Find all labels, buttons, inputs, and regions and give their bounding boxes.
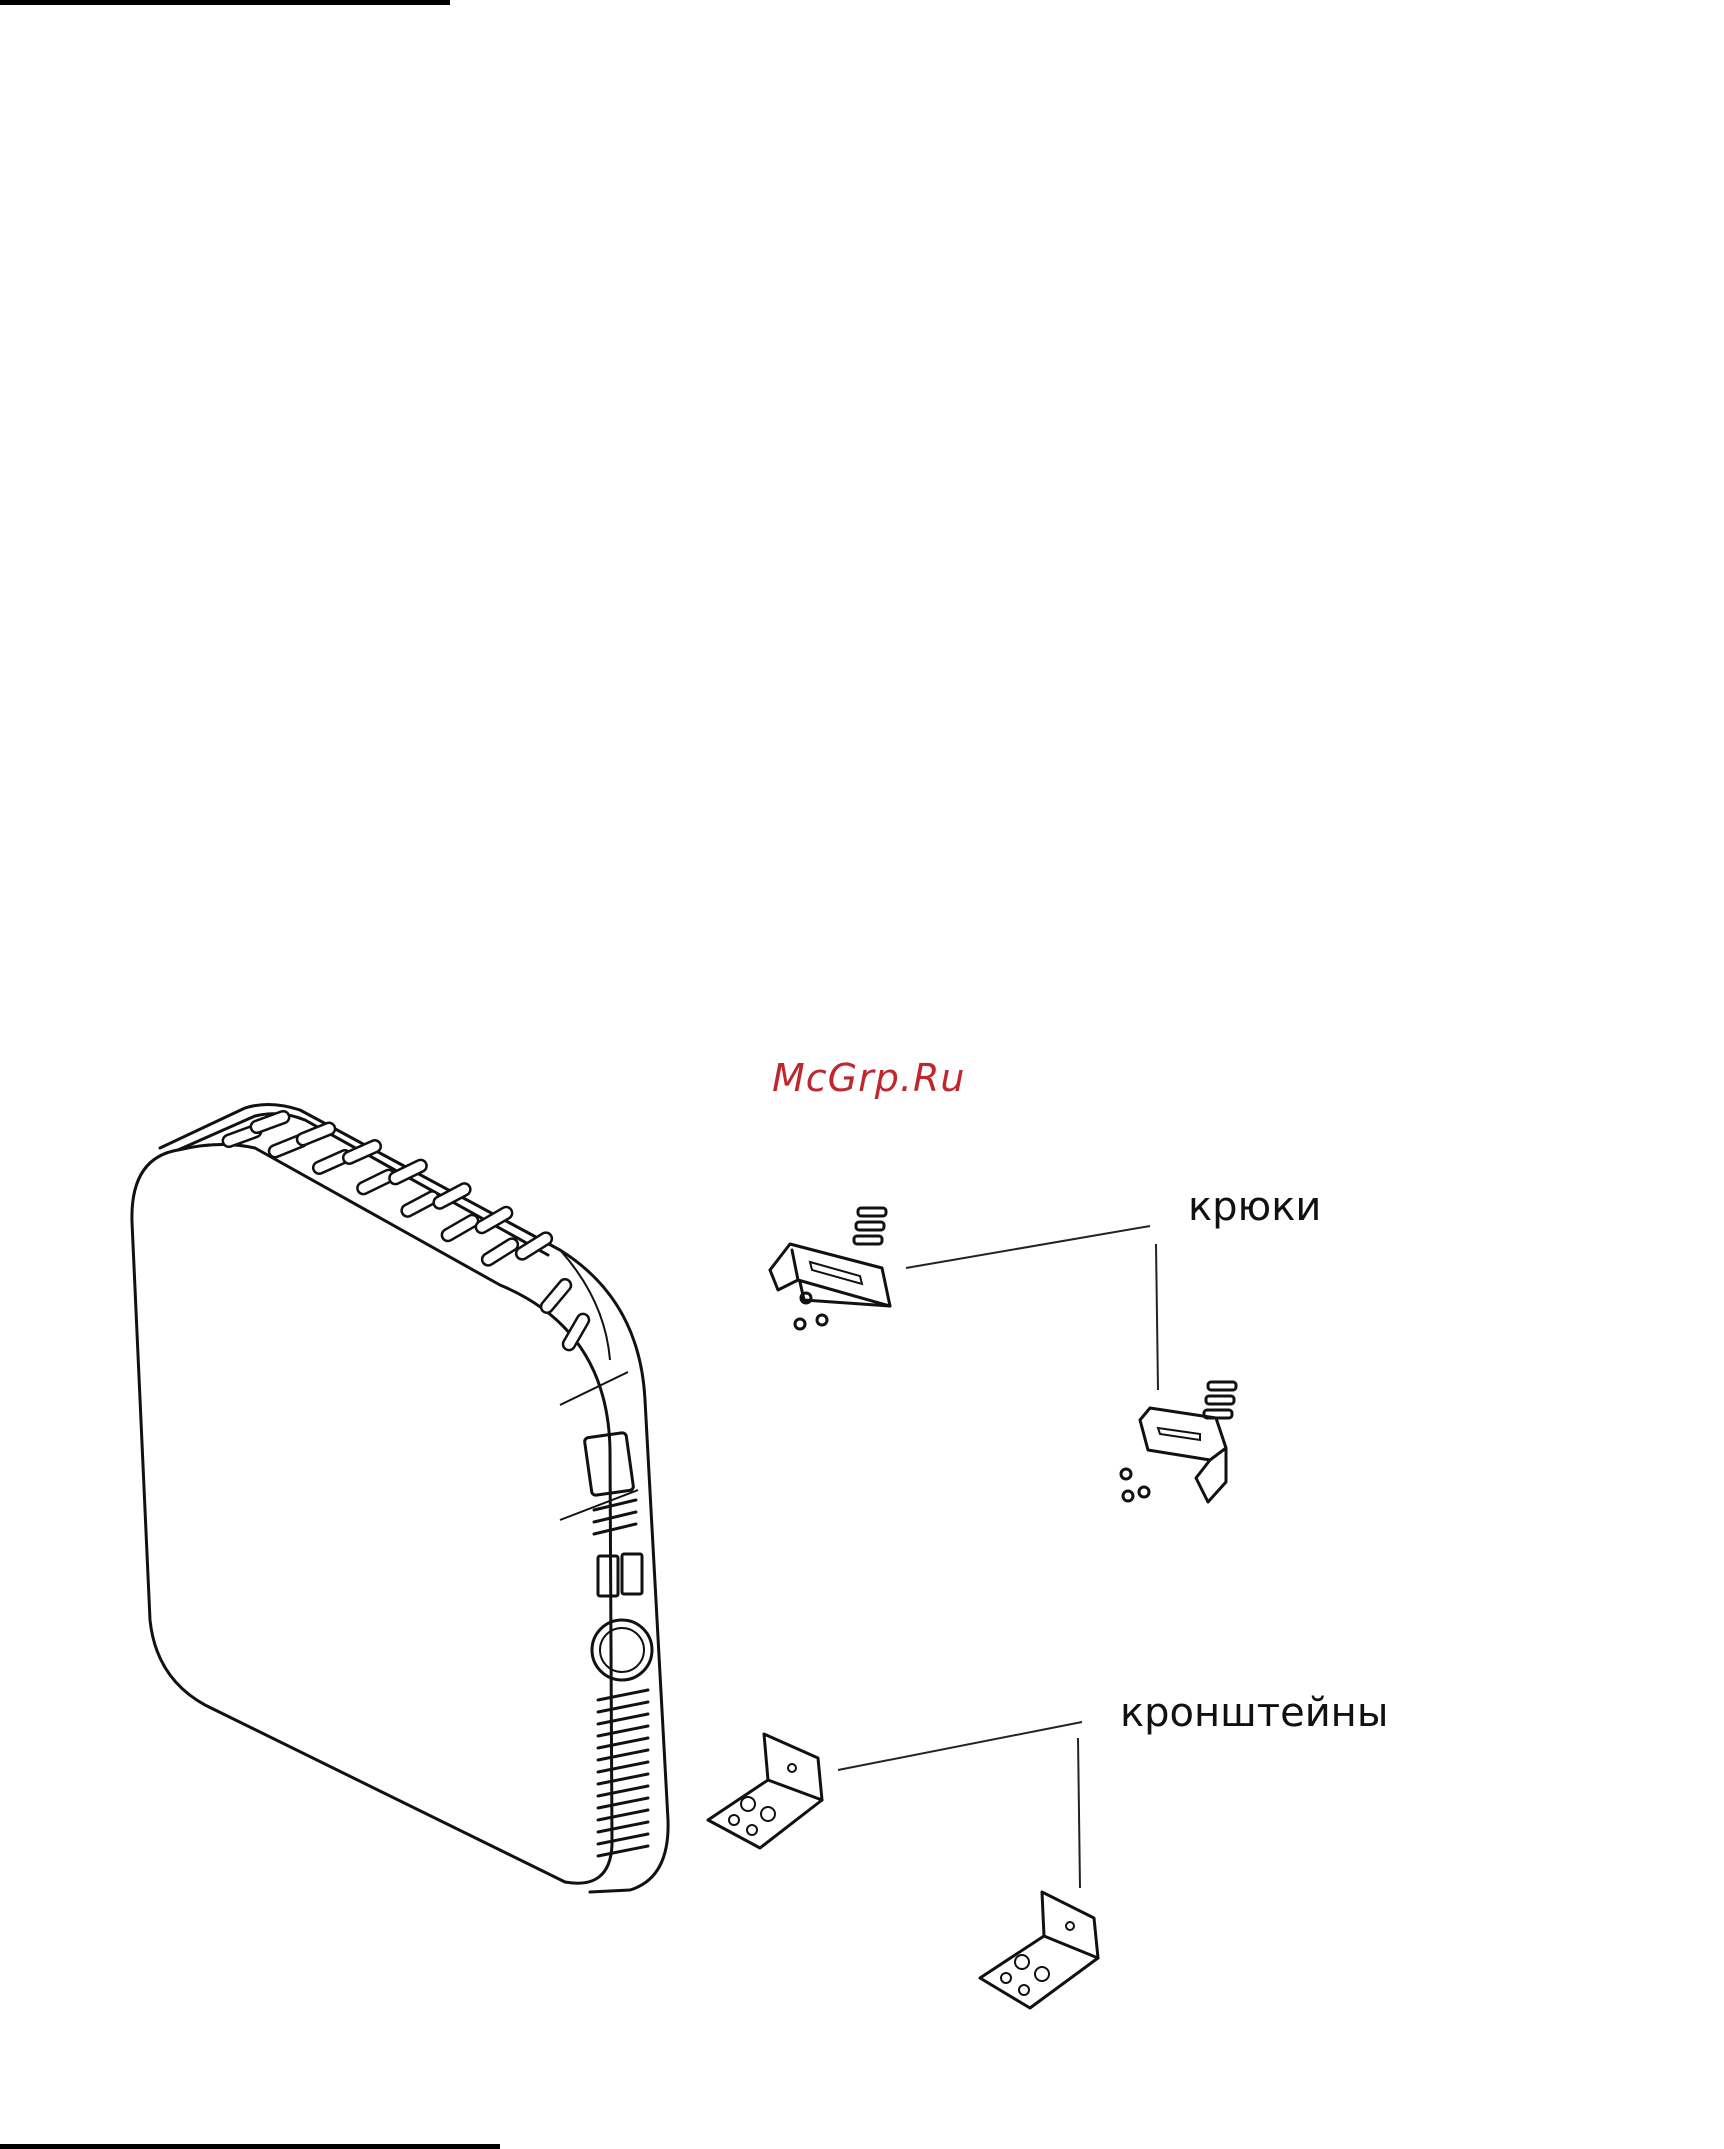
bracket-2 xyxy=(980,1892,1098,2008)
usb-port-1 xyxy=(598,1556,618,1596)
brackets-leader-2 xyxy=(1078,1738,1080,1888)
hook-2 xyxy=(1140,1408,1226,1502)
hook-1 xyxy=(770,1244,890,1306)
device-front-face xyxy=(132,1144,612,1883)
mini-pc-device xyxy=(132,1104,668,1892)
bracket-1 xyxy=(708,1734,822,1848)
usb-port-2 xyxy=(622,1554,642,1594)
bottom-rule xyxy=(0,2144,500,2149)
hook-2-screws xyxy=(1121,1382,1236,1501)
brackets-leader-1 xyxy=(838,1722,1082,1770)
device-top-rim xyxy=(160,1104,668,1892)
hooks-leader-1 xyxy=(906,1226,1150,1268)
hooks-leader-2 xyxy=(1156,1244,1158,1390)
side-vents-lower xyxy=(598,1690,648,1856)
hook-1-screws xyxy=(795,1208,886,1329)
